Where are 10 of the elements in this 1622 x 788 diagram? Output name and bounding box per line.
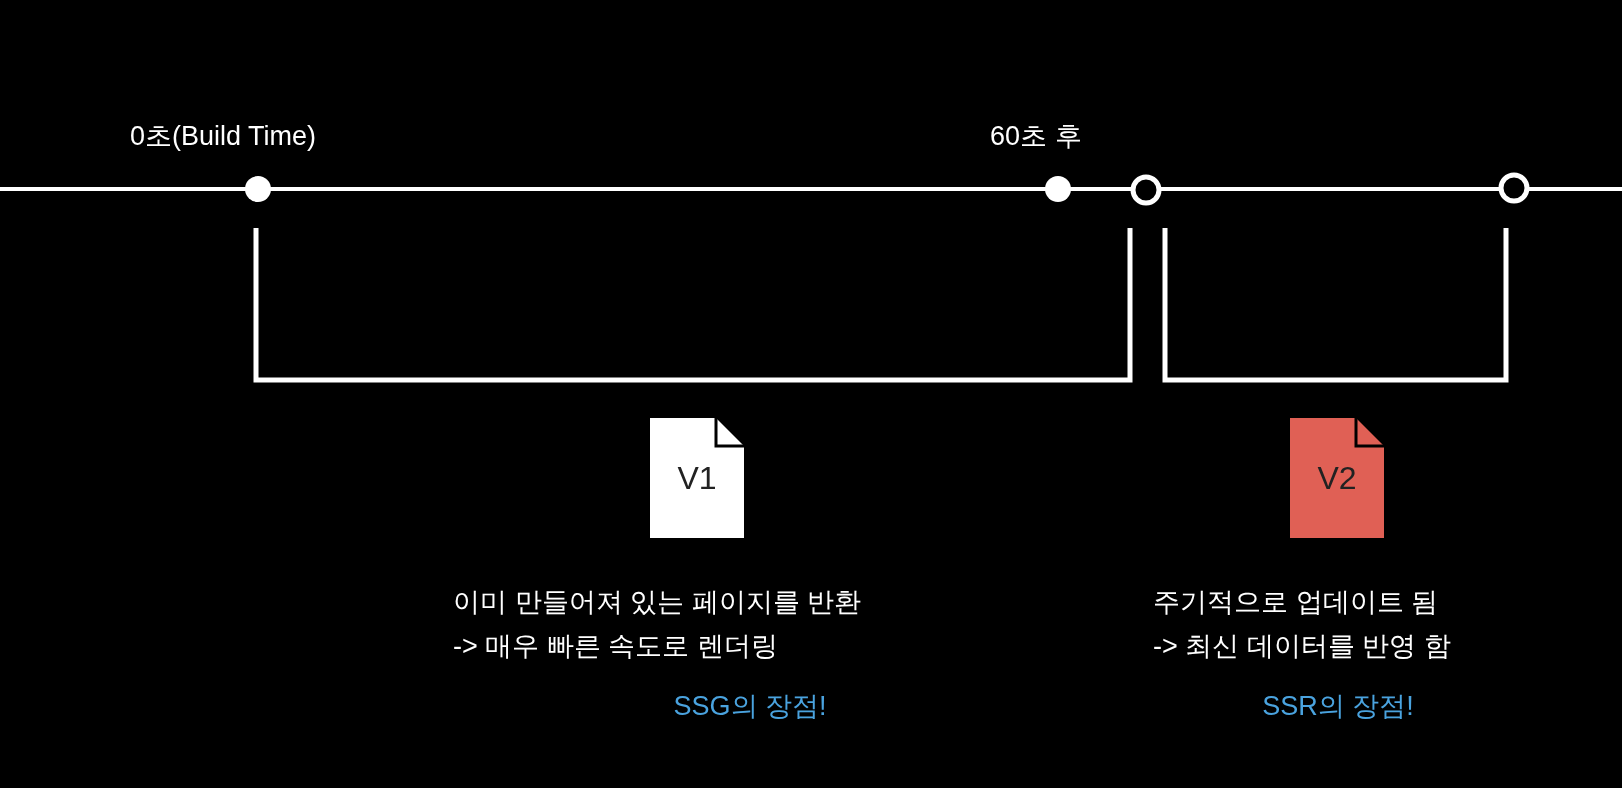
time-label: 60초 후	[990, 120, 1082, 153]
description-text: 주기적으로 업데이트 됨	[1153, 586, 1438, 619]
version-label: V2	[1316, 460, 1358, 497]
time-label: 0초(Build Time)	[130, 120, 317, 153]
version-label: V1	[676, 460, 718, 497]
highlight-text: SSR의 장점!	[1261, 690, 1415, 723]
description-text: -> 최신 데이터를 반영 함	[1153, 630, 1451, 663]
highlight-text: SSG의 장점!	[672, 690, 828, 723]
description-text: -> 매우 빠른 속도로 렌더링	[453, 630, 778, 663]
description-text: 이미 만들어져 있는 페이지를 반환	[453, 586, 861, 619]
